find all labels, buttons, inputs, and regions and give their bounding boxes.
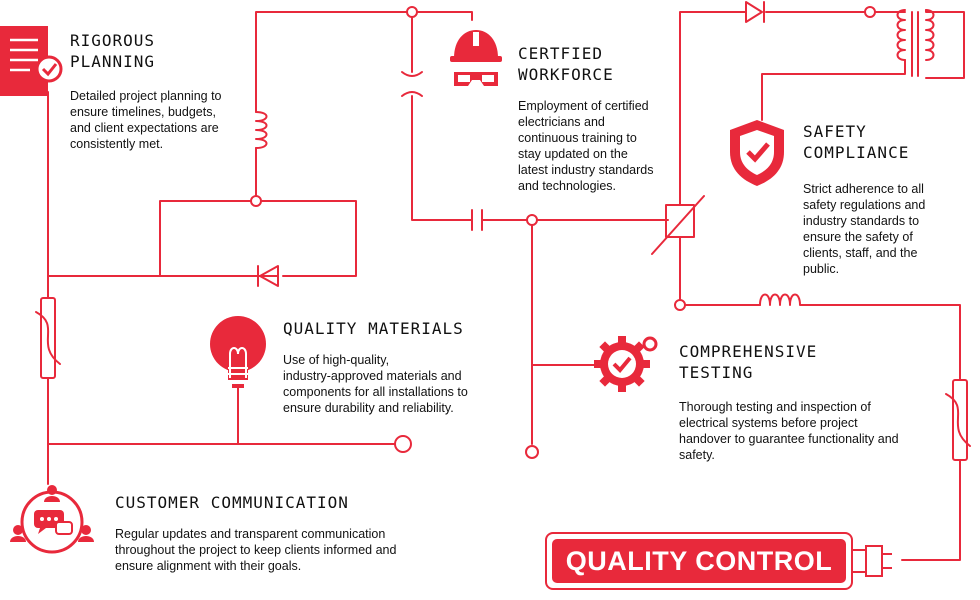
junction-dot — [864, 6, 876, 18]
top-diode — [745, 1, 763, 23]
down-wire — [531, 219, 597, 445]
junction-dot — [250, 195, 262, 207]
mid-gap — [401, 71, 423, 97]
left-resistor-slash — [35, 311, 61, 365]
coil — [255, 111, 268, 149]
lightbulb-icon — [210, 316, 266, 388]
variable-component — [665, 204, 695, 238]
plug-icon — [852, 545, 892, 577]
communication-description: Regular updates and transparent communic… — [115, 527, 397, 573]
safety-title: SAFETY COMPLIANCE — [803, 122, 910, 162]
coil-wire — [255, 11, 413, 202]
bottom-left-wire — [47, 387, 397, 445]
right-resistor — [952, 379, 968, 461]
safety-description: Strict adherence to all safety regulatio… — [803, 182, 926, 276]
quality-control-label: QUALITY CONTROL — [565, 545, 833, 576]
planning-title: RIGOROUS PLANNING — [70, 31, 156, 71]
gear-check-icon — [594, 336, 658, 392]
mid-wire — [411, 11, 473, 221]
workforce-title: CERTFIED WORKFORCE — [518, 44, 614, 84]
terminal-dot — [394, 435, 412, 453]
junction-dot — [406, 6, 418, 18]
transformer-left — [896, 9, 906, 61]
terminal-dot — [525, 445, 539, 459]
workforce-description: Employment of certified electricians and… — [518, 99, 654, 193]
transformer-wires — [761, 9, 965, 121]
right-inductor — [759, 293, 961, 381]
diode-loop — [47, 200, 357, 277]
testing-title: COMPREHENSIVE TESTING — [679, 342, 818, 382]
checklist-icon — [0, 26, 63, 96]
capacitor — [471, 209, 669, 231]
diode-triangle — [259, 265, 279, 287]
materials-description: Use of high-quality, industry-approved m… — [283, 353, 468, 415]
left-resistor — [40, 297, 56, 379]
team-chat-icon — [10, 485, 94, 554]
hardhat-goggles-icon — [450, 30, 502, 86]
quality-control-badge: QUALITY CONTROL — [545, 532, 853, 590]
shield-check-icon — [730, 120, 784, 186]
top-wire — [411, 11, 473, 21]
testing-description: Thorough testing and inspection of elect… — [679, 400, 899, 462]
planning-description: Detailed project planning to ensure time… — [70, 89, 222, 151]
quality-control-fill: QUALITY CONTROL — [552, 539, 846, 583]
variable-slash — [651, 195, 705, 255]
transformer-right — [925, 9, 935, 61]
junction-dot — [526, 214, 538, 226]
right-bottom-wire — [901, 459, 961, 561]
materials-title: QUALITY MATERIALS — [283, 319, 464, 338]
junction-dot — [674, 299, 686, 311]
communication-title: CUSTOMER COMMUNICATION — [115, 493, 349, 512]
